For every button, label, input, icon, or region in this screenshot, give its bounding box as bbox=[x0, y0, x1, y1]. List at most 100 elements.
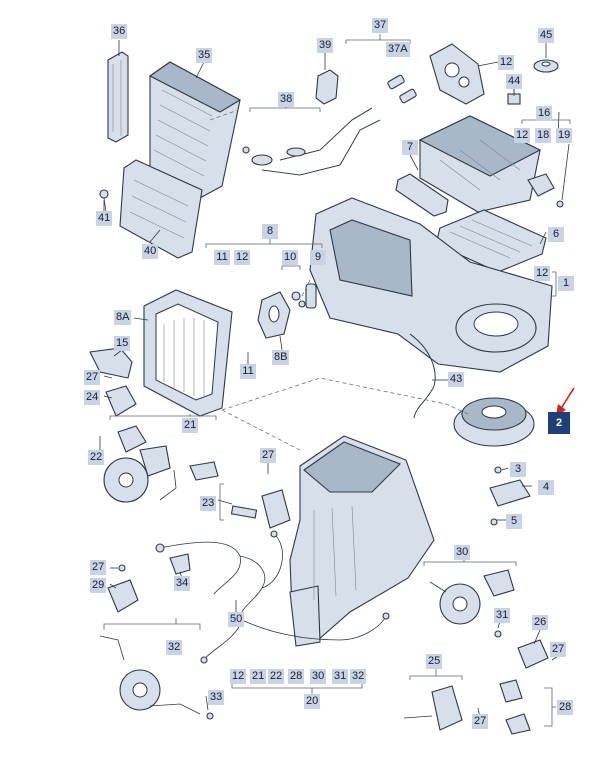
part-actuator-24 bbox=[105, 385, 137, 417]
callout-21: 21 bbox=[182, 418, 199, 433]
callout-33: 33 bbox=[208, 690, 225, 705]
part-evaporator-core bbox=[148, 61, 242, 199]
callout-1: 1 bbox=[558, 276, 574, 291]
callout-30: 30 bbox=[454, 545, 471, 560]
callout-12-left: 12 bbox=[234, 250, 251, 265]
part-sensor-26 bbox=[517, 639, 549, 669]
callout-44: 44 bbox=[506, 74, 523, 89]
part-refrigerant-lines bbox=[242, 107, 381, 176]
part-filter-panel bbox=[119, 159, 203, 259]
part-connector-block bbox=[315, 69, 339, 105]
grouping-brackets bbox=[103, 34, 571, 727]
callout-6: 6 bbox=[548, 227, 564, 242]
callout-11-top: 11 bbox=[214, 250, 230, 265]
callout-12-bottom: 12 bbox=[230, 669, 247, 684]
callout-23: 23 bbox=[200, 496, 217, 511]
callout-43: 43 bbox=[448, 372, 465, 387]
callout-18: 18 bbox=[535, 128, 552, 143]
part-screw-31 bbox=[494, 630, 502, 638]
callout-8: 8 bbox=[262, 224, 278, 239]
callout-45: 45 bbox=[538, 28, 555, 43]
part-screw-3 bbox=[494, 466, 502, 474]
callout-3: 3 bbox=[510, 462, 526, 477]
callout-22: 22 bbox=[88, 450, 105, 465]
part-actuator-small bbox=[527, 173, 564, 208]
part-screw-33 bbox=[206, 712, 214, 720]
callout-50: 50 bbox=[228, 612, 245, 627]
part-main-housing bbox=[309, 197, 553, 373]
part-actuator-25 bbox=[403, 685, 463, 731]
callout-7: 7 bbox=[402, 140, 418, 155]
callout-36: 36 bbox=[111, 24, 128, 39]
callout-37: 37 bbox=[372, 18, 389, 33]
part-clip-34 bbox=[169, 553, 191, 575]
callout-16: 16 bbox=[536, 106, 553, 121]
part-gasket-plate bbox=[429, 43, 485, 105]
part-screw-5 bbox=[490, 518, 498, 526]
part-fittings bbox=[387, 74, 417, 104]
callout-22-bottom: 22 bbox=[268, 669, 285, 684]
callout-12-flap: 12 bbox=[514, 128, 531, 143]
callout-20: 20 bbox=[304, 694, 321, 709]
callout-4: 4 bbox=[538, 480, 554, 495]
part-blower-motor bbox=[453, 397, 535, 447]
part-sensor-28b bbox=[505, 713, 531, 735]
callout-31: 31 bbox=[494, 608, 511, 623]
callout-11-lower: 11 bbox=[240, 364, 256, 379]
callout-27-left: 27 bbox=[84, 370, 101, 385]
part-actuator-32 bbox=[99, 635, 201, 715]
callout-35: 35 bbox=[196, 48, 213, 63]
callout-27-lower-left: 27 bbox=[90, 560, 107, 575]
assembly-dashed-lines bbox=[209, 109, 469, 451]
callout-8a: 8A bbox=[114, 310, 132, 325]
callout-37a: 37A bbox=[386, 42, 410, 57]
callout-21-bottom: 21 bbox=[250, 669, 267, 684]
callout-27-bottom: 27 bbox=[472, 714, 489, 729]
callout-29: 29 bbox=[90, 578, 107, 593]
part-actuator-29 bbox=[107, 579, 139, 613]
callout-12-housing: 12 bbox=[534, 266, 551, 281]
callout-32-bottom: 32 bbox=[350, 669, 367, 684]
callout-28: 28 bbox=[557, 700, 574, 715]
part-o-rings bbox=[291, 291, 306, 308]
callout-27-center: 27 bbox=[260, 448, 277, 463]
callout-31-bottom: 31 bbox=[332, 669, 349, 684]
callout-40: 40 bbox=[142, 244, 159, 259]
part-grommet bbox=[533, 59, 559, 73]
callout-27-right: 27 bbox=[550, 642, 567, 657]
callout-8b: 8B bbox=[272, 350, 290, 365]
callout-5: 5 bbox=[506, 514, 522, 529]
part-flap-assembly bbox=[418, 115, 542, 213]
part-sensor bbox=[305, 283, 317, 309]
callout-9: 9 bbox=[310, 250, 326, 265]
part-screw-27c bbox=[118, 564, 126, 572]
callout-30-bottom: 30 bbox=[310, 669, 327, 684]
part-pipe-flange bbox=[257, 291, 291, 339]
callout-39: 39 bbox=[317, 38, 334, 53]
part-resistor bbox=[489, 479, 531, 507]
part-wiring-harness bbox=[155, 530, 390, 664]
callout-10: 10 bbox=[282, 250, 299, 265]
part-drain-hose bbox=[409, 333, 436, 419]
callout-32: 32 bbox=[166, 640, 183, 655]
callout-12-top: 12 bbox=[498, 55, 515, 70]
part-strip bbox=[107, 51, 129, 143]
callout-25: 25 bbox=[426, 654, 443, 669]
part-seal-strip bbox=[395, 173, 449, 217]
callout-41: 41 bbox=[96, 211, 113, 226]
part-linkage-21 bbox=[117, 425, 219, 501]
part-actuator-23 bbox=[230, 489, 291, 529]
callout-28-bottom: 28 bbox=[288, 669, 305, 684]
callout-26: 26 bbox=[532, 615, 549, 630]
callout-2-highlighted[interactable]: 2 bbox=[548, 412, 570, 434]
part-actuator-22 bbox=[103, 445, 171, 503]
part-heater-core bbox=[143, 289, 233, 417]
callout-38: 38 bbox=[278, 92, 295, 107]
part-lower-housing bbox=[289, 435, 435, 647]
part-sensor-28a bbox=[499, 679, 523, 703]
callout-24: 24 bbox=[84, 390, 101, 405]
callout-19: 19 bbox=[556, 128, 573, 143]
callout-15: 15 bbox=[114, 336, 131, 351]
callout-34: 34 bbox=[174, 576, 191, 591]
